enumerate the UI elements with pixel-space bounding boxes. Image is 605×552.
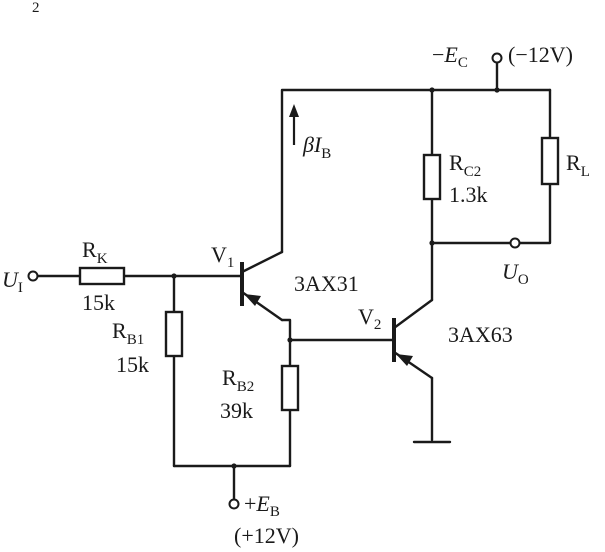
junction-dot: [171, 273, 177, 279]
wires: [36, 60, 552, 502]
rk-name-label: RK: [82, 237, 108, 267]
supply-eb-voltage: (+12V): [234, 523, 299, 548]
rc2-value-label: 1.3k: [449, 182, 488, 207]
current-arrow-icon: [289, 104, 299, 145]
rk-value-label: 15k: [82, 290, 115, 315]
v2-emitter-arrow: [396, 354, 413, 366]
current-label: βIB: [302, 132, 331, 162]
v1-part-label: 3AX31: [294, 271, 359, 296]
wire-v1-emitter: [280, 318, 292, 368]
resistor-rk: [78, 266, 126, 286]
rl-name-label: RL: [566, 150, 590, 180]
rb1-name-label: RB1: [112, 318, 144, 348]
rb2-value-label: 39k: [220, 398, 253, 423]
v2-part-label: 3AX63: [448, 322, 513, 347]
output-label: UO: [502, 259, 529, 288]
transistor-v1: [240, 250, 284, 322]
wire-top-rail: [280, 88, 552, 254]
resistor-rb1: [164, 310, 184, 358]
supply-eb-terminal: [228, 498, 240, 510]
v2-name-label: V2: [358, 304, 381, 333]
output-terminal: [509, 237, 521, 249]
input-label: UI: [2, 267, 23, 296]
junction-dot: [429, 240, 435, 246]
v1-emitter-arrow: [244, 294, 261, 306]
resistor-rb2: [280, 364, 300, 412]
supply-ec-voltage: (−12V): [508, 42, 573, 67]
transistor-v2: [392, 298, 434, 380]
supply-ec-terminal: [491, 52, 503, 64]
rb1-value-label: 15k: [116, 352, 149, 377]
resistor-rl: [540, 136, 560, 186]
wire-rl-bottom: [516, 182, 552, 245]
supply-ec-label: −EC: [432, 42, 468, 71]
junction-dots: [171, 87, 500, 469]
top-fragment-text: 2: [32, 0, 40, 16]
supply-eb-label: +EB: [244, 491, 280, 520]
rb2-name-label: RB2: [222, 365, 254, 395]
junction-dot: [231, 463, 237, 469]
v2-collector-lead: [392, 298, 434, 330]
rc2-name-label: RC2: [449, 150, 481, 180]
resistor-rc2: [422, 153, 442, 201]
input-terminal: [27, 270, 39, 282]
v1-name-label: V1: [211, 242, 234, 271]
junction-dot: [287, 337, 293, 343]
junction-dot: [429, 87, 435, 93]
v1-collector-lead: [240, 250, 284, 274]
junction-dot: [494, 87, 500, 93]
